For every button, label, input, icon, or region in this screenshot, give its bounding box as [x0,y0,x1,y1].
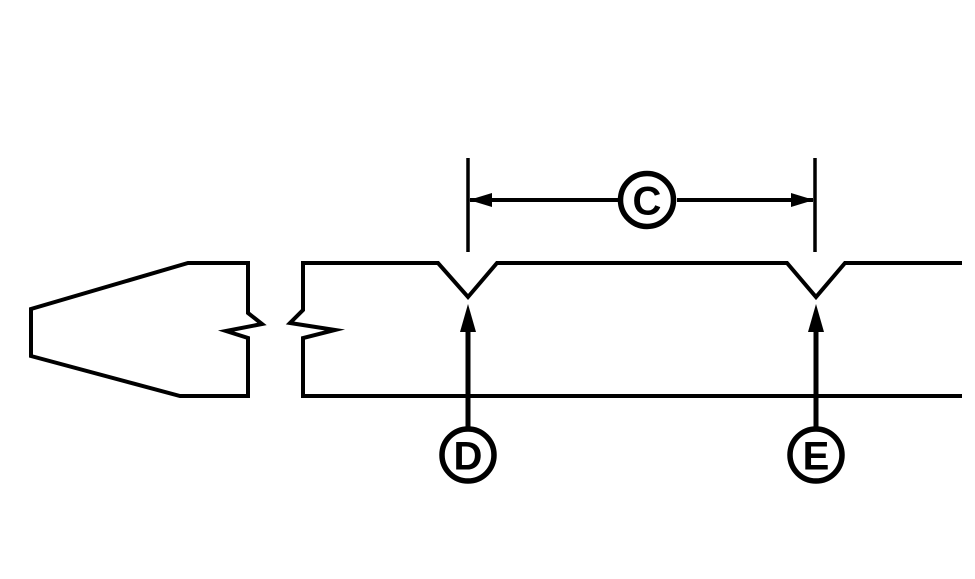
callout-c-label: C [633,179,662,223]
leader-arrowhead-e-icon [808,304,824,332]
dimension-arrowhead-left-icon [469,193,492,207]
callout-c-circle [617,170,677,230]
bar-left-tapered-segment-outline [29,261,267,398]
callout-d-label: D [454,434,483,478]
leader-arrowhead-d-icon [460,304,476,332]
callout-d-circle [439,426,497,484]
callout-e-label: E [803,434,830,478]
dimension-arrowhead-right-icon [791,193,814,207]
callout-e-circle [787,426,845,484]
bar-right-segment-with-notches-outline [285,261,962,398]
